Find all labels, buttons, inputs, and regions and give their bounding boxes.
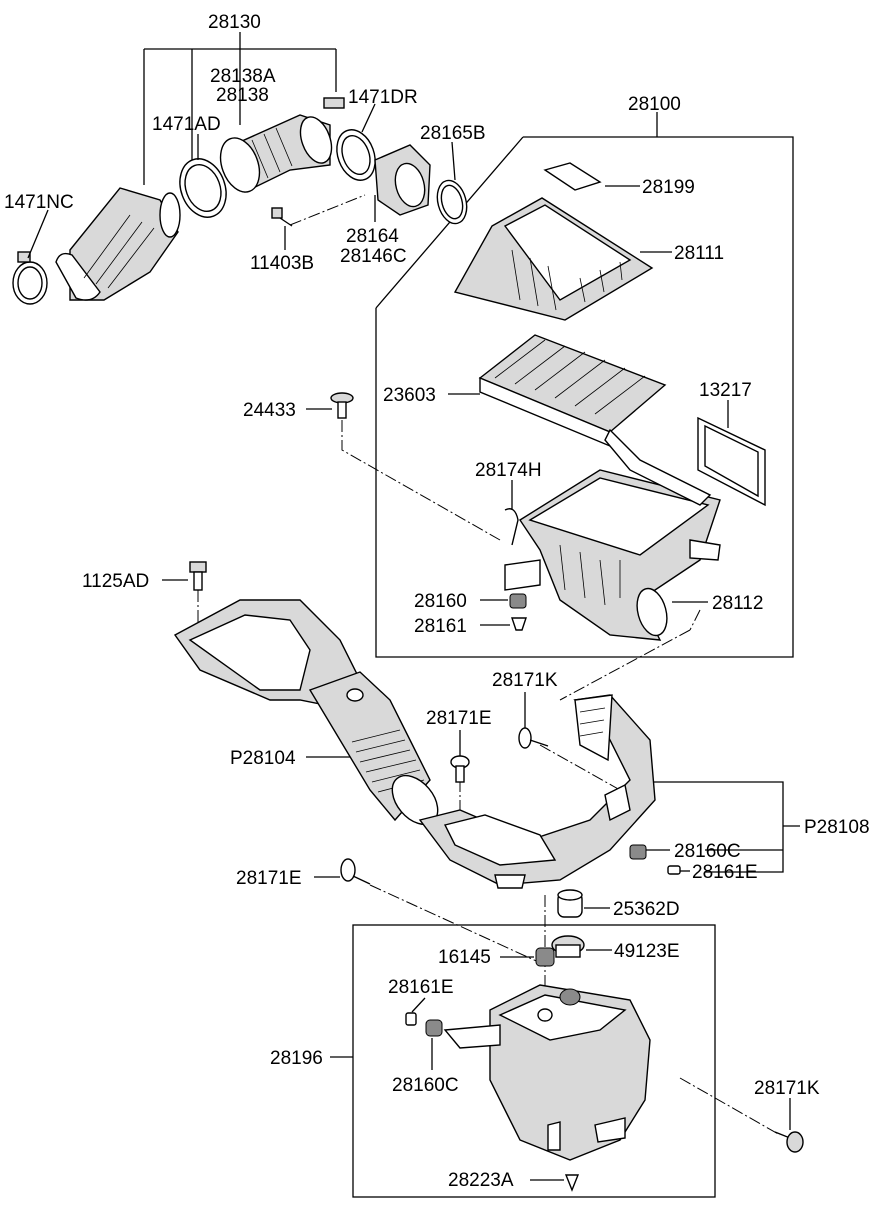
- air-cleaner-body-28112-icon: [504, 428, 721, 641]
- label-28111: 28111: [674, 243, 724, 264]
- resonator-assembly-frame: [330, 924, 716, 1198]
- bolt-24433-icon: [330, 392, 354, 419]
- label-28171k-bottom: 28171K: [754, 1078, 820, 1099]
- label-1125ad: 1125AD: [82, 571, 149, 592]
- duct-group-bracket: [650, 781, 800, 873]
- label-28164: 28164: [346, 226, 399, 247]
- label-28199: 28199: [642, 177, 695, 198]
- bolt-28171k-top-icon: [518, 727, 549, 749]
- pin-28161-icon: [511, 617, 527, 631]
- label-28171e-left: 28171E: [236, 868, 302, 889]
- label-28160c-box: 28160C: [392, 1075, 459, 1096]
- label-25362d: 25362D: [613, 899, 680, 920]
- label-28196: 28196: [270, 1048, 323, 1069]
- label-p28108: P28108: [804, 817, 870, 838]
- air-flow-sensor-28164-icon: [374, 144, 431, 216]
- label-28160c-right: 28160C: [674, 841, 741, 862]
- label-28165b: 28165B: [420, 123, 486, 144]
- label-28171k-top: 28171K: [492, 670, 558, 691]
- hose-group-bracket: [143, 32, 337, 185]
- label-28161e-box: 28161E: [388, 977, 454, 998]
- bolt-28171e-left-icon: [340, 858, 371, 885]
- label-24433: 24433: [243, 400, 296, 421]
- gasket-28165b-icon: [436, 179, 468, 225]
- label-28160: 28160: [414, 591, 467, 612]
- pin-28161e-box-icon: [405, 1012, 417, 1026]
- grommet-25362d-icon: [557, 889, 583, 918]
- label-16145: 16145: [438, 947, 491, 968]
- label-28171e-mid: 28171E: [426, 708, 492, 729]
- label-28138: 28138: [216, 85, 269, 106]
- label-1471nc: 1471NC: [4, 192, 74, 213]
- grommet-28160c-box-icon: [425, 1019, 443, 1037]
- intake-duct-p28108-icon: [418, 694, 656, 889]
- label-28223a: 28223A: [448, 1170, 514, 1191]
- label-28146c: 28146C: [340, 246, 407, 267]
- part-labels: 28130 28138A 28138 1471DR 28100 1471AD 2…: [4, 12, 870, 1191]
- label-28161: 28161: [414, 616, 467, 637]
- label-13217: 13217: [699, 380, 752, 401]
- label-28100: 28100: [628, 94, 681, 115]
- label-28174h: 28174H: [475, 460, 542, 481]
- leader-lines: [27, 103, 791, 1181]
- clamp-1471nc-icon: [12, 251, 48, 305]
- grommet-16145-icon: [535, 947, 555, 967]
- gasket-13217-icon: [697, 416, 766, 507]
- resonator-28196-icon: [443, 984, 651, 1161]
- intake-elbow-icon: [55, 187, 181, 301]
- bolt-1125ad-icon: [189, 561, 207, 591]
- label-p28104: P28104: [230, 748, 296, 769]
- bracket-28174h-icon: [504, 508, 519, 546]
- intake-duct-p28104-icon: [173, 599, 439, 826]
- bolt-28171k-bottom-icon: [774, 1131, 804, 1153]
- pin-28161e-right-icon: [667, 865, 681, 875]
- label-28130: 28130: [208, 12, 261, 33]
- label-28112: 28112: [712, 593, 763, 614]
- label-11403b: 11403B: [250, 253, 314, 274]
- clamp-1471dr-icon: [336, 129, 376, 181]
- clamp-1471ad-icon: [179, 158, 227, 218]
- label-28161e-right: 28161E: [692, 862, 758, 883]
- air-filter-element-23603-icon: [478, 334, 667, 448]
- bolt-11403b-icon: [271, 207, 293, 227]
- label-1471dr: 1471DR: [348, 87, 418, 108]
- label-49123e: 49123E: [614, 941, 680, 962]
- grommet-28160c-right-icon: [629, 844, 647, 860]
- bolt-28171e-mid-icon: [450, 755, 470, 783]
- grommet-28160-icon: [509, 593, 527, 609]
- label-28199-icon: [543, 162, 602, 191]
- air-cleaner-cover-28111-icon: [453, 197, 654, 321]
- bellows-hose-28138-icon: [219, 97, 345, 193]
- label-1471ad: 1471AD: [152, 114, 221, 135]
- label-28138a: 28138A: [210, 66, 276, 87]
- clip-28223a-icon: [564, 1174, 580, 1192]
- cap-49123e-icon: [551, 935, 585, 958]
- label-23603: 23603: [383, 385, 436, 406]
